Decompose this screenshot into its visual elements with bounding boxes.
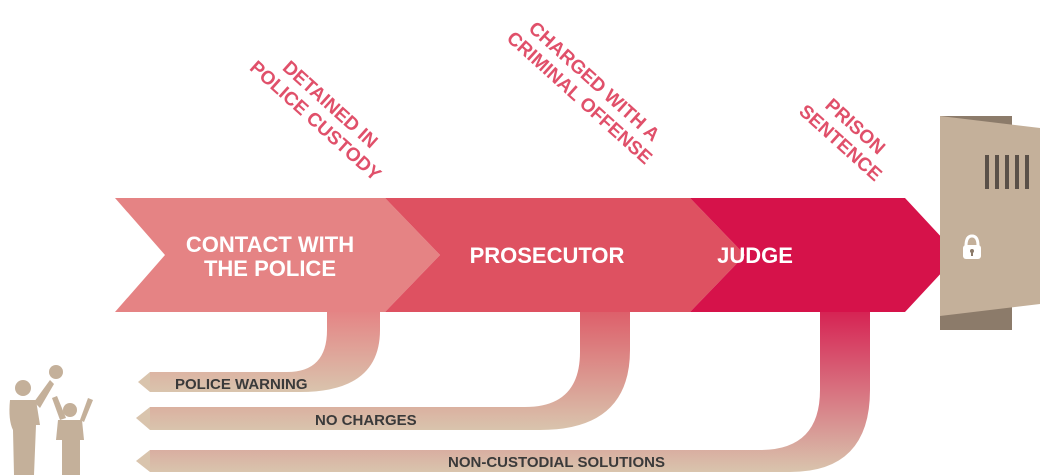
- family-people-icon: [9, 365, 93, 475]
- stage-judge: [690, 198, 958, 312]
- exit-label-no-charges: NO CHARGES: [315, 412, 417, 429]
- exit-arrowhead-charges: [136, 407, 150, 430]
- exit-curve-prosecutor: [150, 295, 630, 430]
- lock-icon: [963, 234, 981, 259]
- exit-curve-judge: [150, 295, 870, 472]
- transition-label-prison: PRISON SENTENCE: [795, 95, 889, 186]
- transition-label-detained: DETAINED IN POLICE CUSTODY: [245, 57, 385, 186]
- stage-label-prosecutor: PROSECUTOR: [470, 243, 625, 268]
- svg-text:CRIMINAL OFFENSE: CRIMINAL OFFENSE: [502, 28, 655, 169]
- exit-curve-police: [150, 310, 380, 392]
- exit-label-police-warning: POLICE WARNING: [175, 376, 308, 393]
- svg-text:CHARGED WITH A: CHARGED WITH A: [524, 18, 663, 146]
- stage-label-judge: JUDGE: [717, 243, 793, 268]
- exit-label-non-custodial: NON-CUSTODIAL SOLUTIONS: [448, 454, 665, 471]
- exit-arrowhead-noncustodial: [136, 450, 150, 472]
- exit-arrowhead-police: [138, 372, 150, 392]
- stage-label-contact-1: CONTACT WITH: [186, 232, 354, 257]
- stage-label-contact-2: THE POLICE: [204, 256, 336, 281]
- stage-prosecutor: [385, 198, 745, 312]
- prison-door-icon: [940, 116, 1040, 330]
- stage-contact-police: [115, 198, 440, 312]
- transition-label-charged: CHARGED WITH A CRIMINAL OFFENSE: [502, 18, 663, 169]
